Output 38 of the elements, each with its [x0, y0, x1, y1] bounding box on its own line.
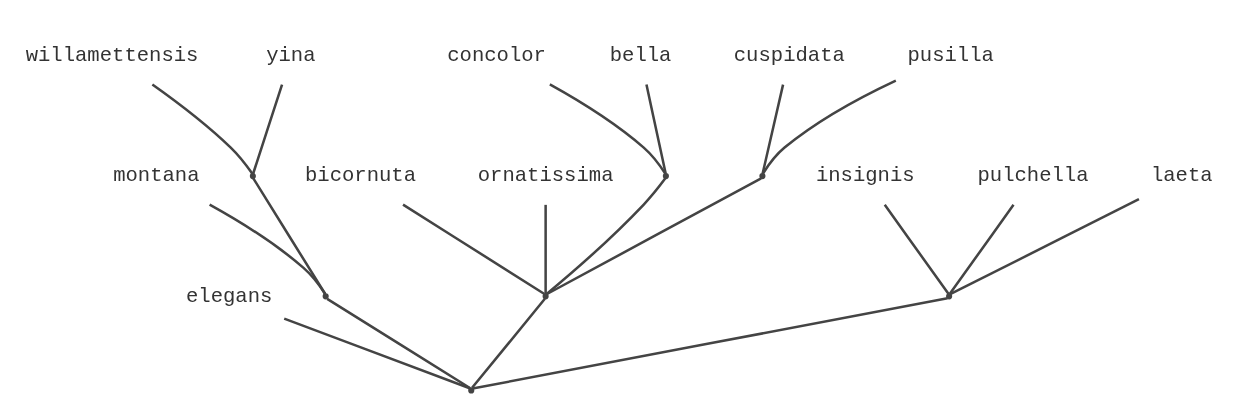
connector [251, 83, 284, 174]
connector [948, 203, 1015, 295]
connector [761, 78, 897, 174]
node-text: elegans [185, 284, 273, 308]
connector [546, 176, 762, 295]
node-point [946, 292, 953, 299]
connector [549, 82, 667, 174]
connector [545, 177, 667, 295]
connector [472, 296, 948, 390]
connector [761, 83, 785, 174]
connector [883, 203, 950, 295]
node-text: ornatissima [477, 163, 614, 187]
node-text: bicornuta [304, 163, 417, 187]
connector [252, 177, 327, 295]
node-text: insignis [815, 163, 915, 187]
node-text: montana [113, 163, 200, 187]
node-point [662, 172, 669, 179]
connector [283, 316, 471, 389]
node-text: pusilla [907, 43, 994, 67]
node-text: yina [266, 43, 316, 67]
node-text: concolor [447, 43, 546, 67]
connector [326, 297, 471, 389]
node-point [759, 172, 766, 179]
connector [949, 197, 1140, 295]
node-point [249, 172, 256, 179]
node-point [468, 386, 475, 393]
connector [544, 204, 547, 294]
node-text: laeta [1150, 163, 1213, 187]
node-text: willamettensis [25, 43, 199, 67]
connector [151, 82, 254, 174]
node-text: cuspidata [733, 43, 845, 67]
node-point [322, 292, 329, 299]
connector [471, 297, 546, 389]
connector [402, 203, 546, 295]
node-text: pulchella [977, 163, 1089, 187]
connector [645, 83, 667, 174]
node-text: bella [609, 43, 672, 67]
node-point [542, 292, 549, 299]
